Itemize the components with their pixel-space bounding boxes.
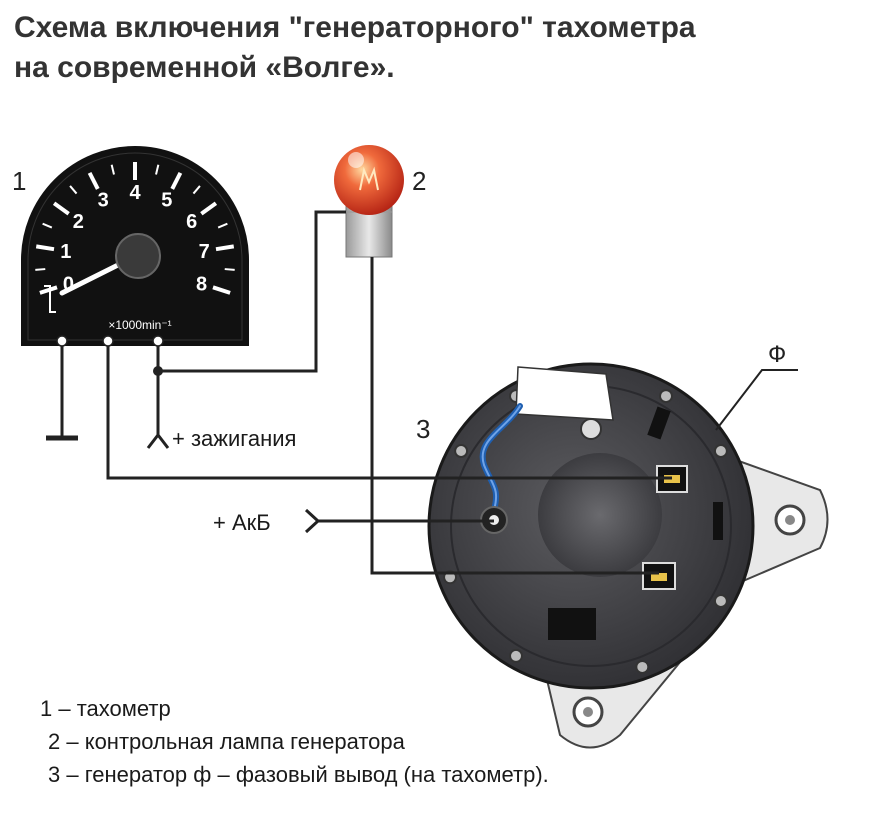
minor-tick [155, 164, 160, 175]
title-line-2: на современной «Волге». [14, 51, 395, 84]
major-tick [200, 201, 218, 216]
major-tick [35, 244, 55, 252]
minor-tick [35, 268, 46, 271]
minor-tick [192, 185, 201, 195]
dial-number: 3 [98, 190, 109, 212]
control-lamp: 2 [334, 145, 426, 258]
battery-label: + АкБ [213, 510, 271, 535]
battery-arrow [304, 508, 321, 534]
wire-lamp-generator [370, 257, 659, 575]
rim-screw [713, 594, 728, 608]
dial-number: 1 [60, 241, 71, 263]
major-tick [215, 244, 235, 252]
major-tick [52, 201, 70, 216]
dial-number: 7 [199, 241, 210, 263]
minor-tick [110, 164, 115, 175]
diagram-title: Схема включения "генераторного" тахометр… [14, 8, 696, 88]
terminal-signal [102, 335, 114, 347]
rim-screw [454, 444, 469, 458]
generator-label-plate [515, 366, 614, 421]
dial-number: 5 [161, 190, 172, 212]
dial-number: 4 [129, 182, 141, 204]
legend: 1 – тахометр 2 – контрольная лампа генер… [40, 692, 549, 791]
ignition-arrow [146, 432, 170, 449]
dial-ticks [35, 162, 235, 295]
phase-label-leader [715, 369, 798, 431]
dial-unit: ×1000min⁻¹ [108, 318, 171, 332]
legend-item-1: 1 – тахометр [40, 696, 171, 721]
lamp-number: 2 [412, 166, 426, 196]
rim-screw [713, 444, 728, 458]
generator: 3 Ф [416, 341, 829, 749]
junction-ignition [153, 366, 163, 376]
major-tick [87, 171, 100, 190]
generator-number: 3 [416, 414, 430, 444]
ignition-label: + зажигания [172, 426, 296, 451]
major-tick [212, 285, 231, 295]
wire-ignition-lamp [158, 210, 346, 373]
minor-tick [69, 185, 78, 195]
legend-item-3: 3 – генератор ф – фазовый вывод (на тахо… [48, 762, 549, 787]
rim-screw [659, 389, 673, 404]
wiring [46, 210, 672, 575]
needle-hub [115, 233, 161, 279]
phase-label: Ф [768, 341, 786, 368]
generator-hub [538, 453, 662, 577]
major-tick [39, 285, 58, 295]
wire-phase [106, 346, 672, 480]
dial-number: 8 [196, 274, 207, 296]
tachometer-number: 1 [12, 166, 26, 196]
minor-tick [217, 222, 228, 229]
terminal-power [152, 335, 164, 347]
minor-tick [224, 268, 235, 271]
terminal-ground [56, 335, 68, 347]
dial-number: 0 [63, 274, 74, 296]
rim-screw [509, 648, 523, 663]
major-tick [170, 171, 183, 190]
dial-number: 2 [73, 211, 84, 233]
title-line-1: Схема включения "генераторного" тахометр… [14, 11, 696, 44]
rim-screw [635, 659, 650, 674]
dial-number: 6 [186, 211, 197, 233]
minor-tick [42, 222, 53, 229]
legend-item-2: 2 – контрольная лампа генератора [48, 729, 405, 754]
